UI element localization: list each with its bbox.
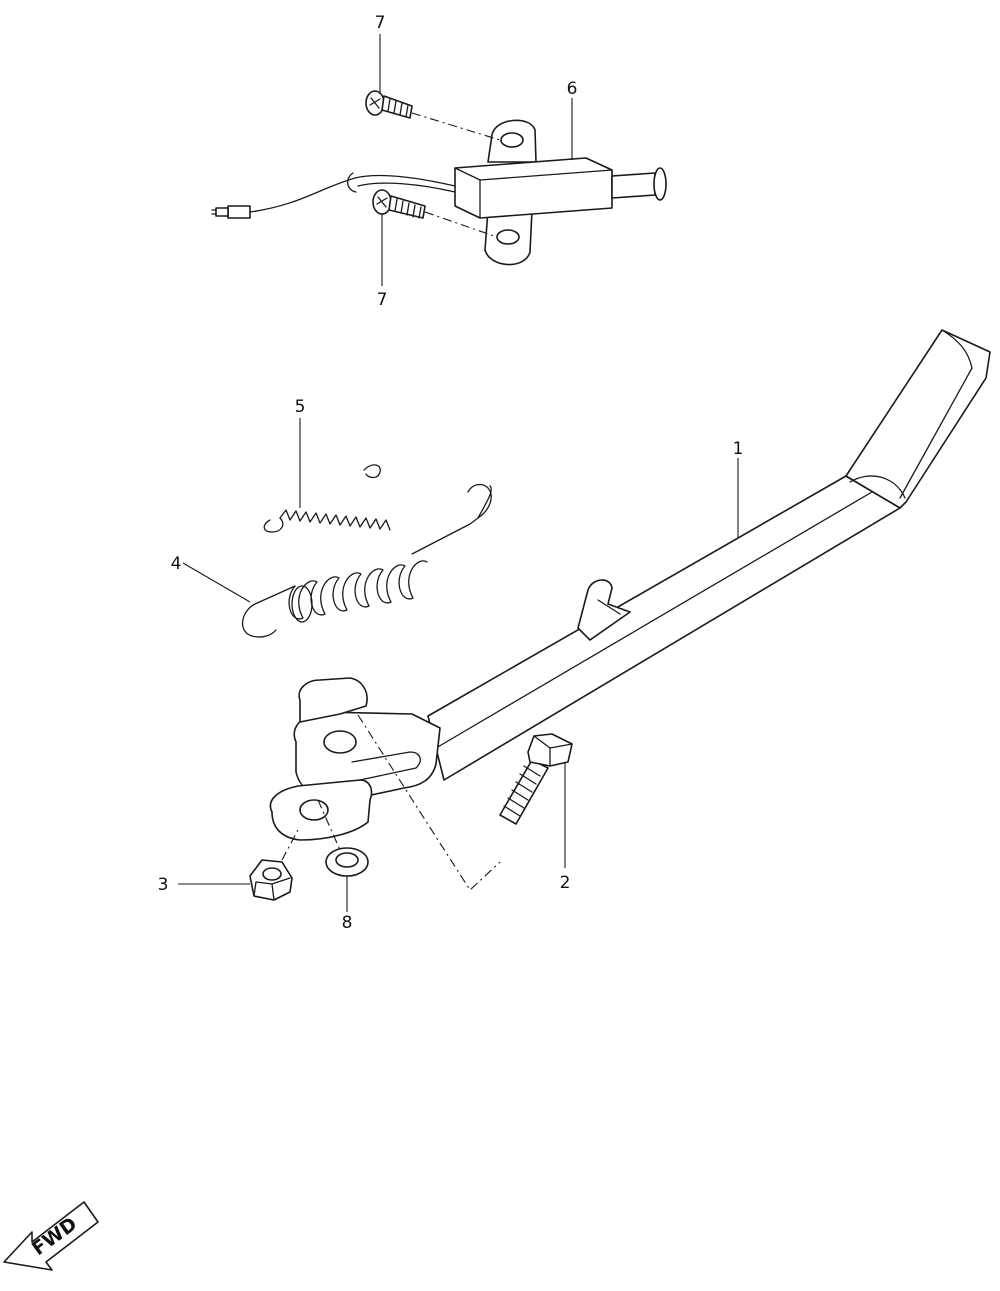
assembly-axis-nut [281,829,299,861]
callout-7-upper: 7 [375,13,386,33]
screw-upper-axis [411,112,501,141]
callout-3: 3 [158,875,169,895]
pivot-bolt [499,733,573,825]
washer [325,847,369,877]
large-spring [241,483,492,638]
forward-arrow: FWD [3,1201,99,1271]
callout-8: 8 [342,913,353,933]
screw-upper [365,90,413,119]
side-stand [269,329,991,841]
callout-5: 5 [295,397,306,417]
screw-lower-axis [424,211,498,238]
screw-lower [372,189,426,219]
callout-1: 1 [733,439,744,459]
nut [249,859,293,901]
leader-4 [182,562,251,603]
callout-7-lower: 7 [377,290,388,310]
callout-6: 6 [567,79,578,99]
small-spring [263,464,391,533]
callout-2: 2 [560,873,571,893]
assembly-axis-washer [317,799,341,851]
callout-4: 4 [171,554,182,574]
assembly-axis-bolt [357,714,501,891]
side-stand-switch [211,119,667,266]
